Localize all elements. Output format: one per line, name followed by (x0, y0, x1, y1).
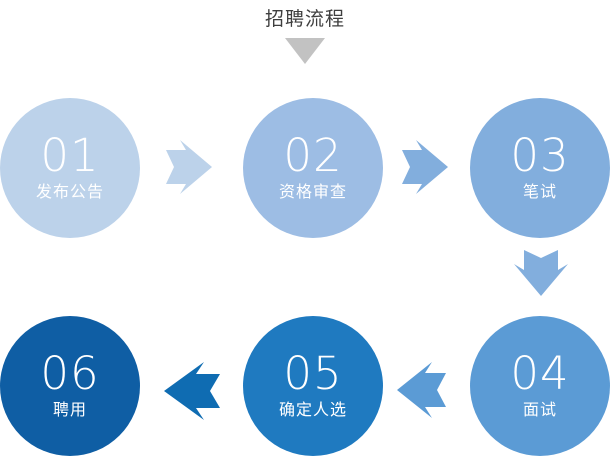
step-label-01: 发布公告 (35, 184, 104, 201)
arrow-step5-to-step6-icon (160, 360, 222, 422)
step-label-03: 笔试 (522, 184, 557, 201)
step-circle-01[interactable]: 01 发布公告 (0, 98, 140, 238)
step-circle-05[interactable]: 05 确定人选 (243, 316, 383, 456)
step-number-05: 05 (283, 347, 343, 400)
step-label-06: 聘用 (52, 402, 87, 419)
step-label-05: 确定人选 (278, 402, 347, 419)
step-number-04: 04 (510, 347, 570, 400)
arrow-step3-to-step4-icon (512, 248, 570, 298)
step-number-02: 02 (283, 129, 343, 182)
step-circle-06[interactable]: 06 聘用 (0, 316, 140, 456)
step-number-01: 01 (40, 129, 100, 182)
step-circle-02[interactable]: 02 资格审查 (243, 98, 383, 238)
diagram-title-block: 招聘流程 (205, 6, 405, 64)
step-number-06: 06 (40, 347, 100, 400)
chevron-down-icon (285, 38, 325, 64)
arrow-step4-to-step5-icon (392, 360, 448, 420)
step-label-02: 资格审查 (278, 184, 347, 201)
arrow-step1-to-step2-icon (164, 138, 214, 196)
arrow-step2-to-step3-icon (400, 138, 450, 196)
step-label-04: 面试 (522, 402, 557, 419)
step-number-03: 03 (510, 129, 570, 182)
step-circle-03[interactable]: 03 笔试 (470, 98, 610, 238)
step-circle-04[interactable]: 04 面试 (470, 316, 610, 456)
page-title: 招聘流程 (264, 9, 345, 30)
